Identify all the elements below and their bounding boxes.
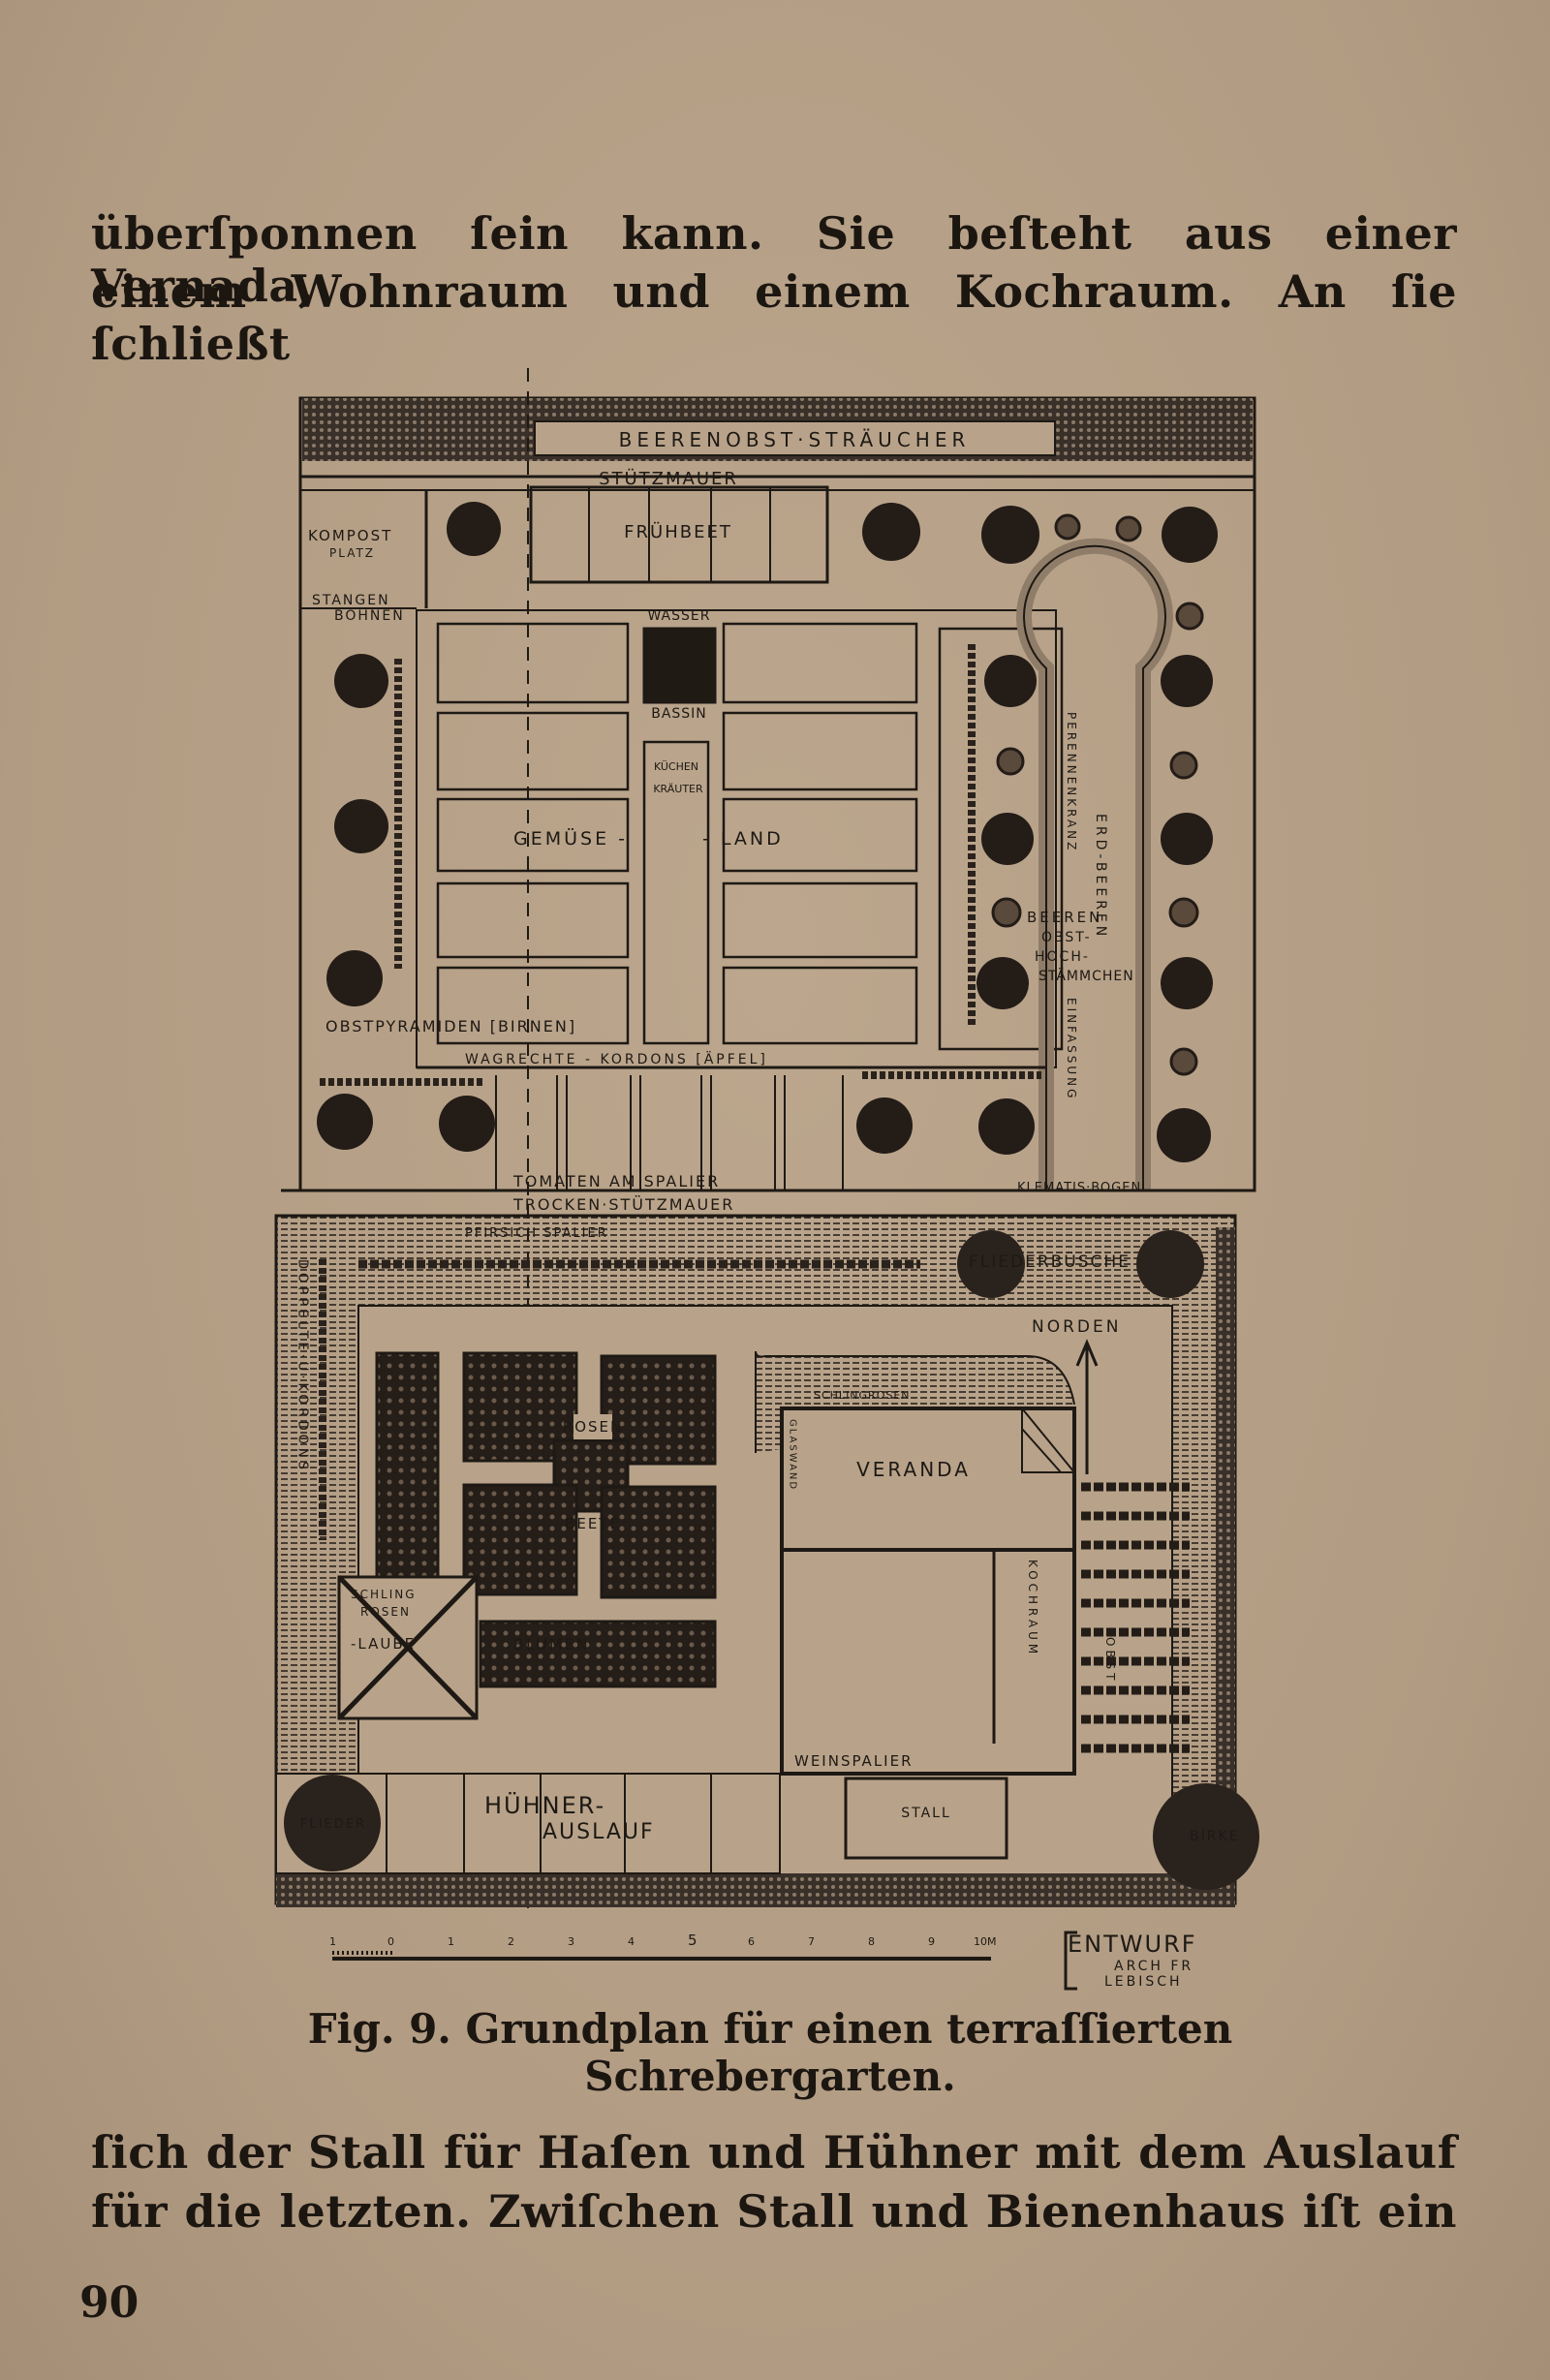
label-pfirsich: PFIRSICH SPALIER <box>465 1226 608 1241</box>
label-bohnen: BOHNEN <box>334 608 405 624</box>
body-text-line: einem Wohnraum und einem Kochraum. An ſi… <box>91 265 1457 370</box>
label-fliederbuesche: FLIEDERBÜSCHE <box>969 1251 1131 1272</box>
label-stangen: STANGEN <box>312 593 390 608</box>
label-schlingrosen: SCHLINGROSEN <box>814 1389 911 1402</box>
body-text-line: überſponnen ſein kann. Sie beſteht aus e… <box>91 207 1457 312</box>
label-bienenhaus: OBST <box>1103 1637 1117 1684</box>
scale-tick: 4 <box>628 1935 635 1948</box>
label-einfassung: EINFASSUNG <box>1065 998 1078 1100</box>
water-basin <box>642 627 717 704</box>
trees <box>317 502 1218 1162</box>
flower-bed <box>479 1620 717 1688</box>
scale-tick: 8 <box>868 1935 875 1948</box>
label-entwurf: ENTWURF <box>1068 1931 1197 1958</box>
label-veranda: VERANDA <box>856 1458 971 1481</box>
rose-bed <box>600 1485 717 1599</box>
label-staemmchen: STÄMMCHEN <box>1038 967 1134 984</box>
label-wasser: WASSER <box>647 608 710 624</box>
beehives <box>1081 1482 1190 1753</box>
label-laube: ROSEN <box>360 1605 411 1619</box>
scale-tick: 1 <box>448 1935 454 1948</box>
scale-tick: 3 <box>568 1935 574 1948</box>
rose-bed <box>375 1351 440 1581</box>
label-laube: SCHLING <box>351 1588 417 1601</box>
label-kompost: KOMPOST <box>308 527 392 544</box>
label-lebisch: LEBISCH <box>1104 1974 1183 1990</box>
label-beete: BEETE <box>565 1515 621 1532</box>
rose-bed <box>462 1483 578 1596</box>
label-erdbeeren: ERD-BEEREN <box>1093 814 1108 940</box>
cold-frame <box>529 485 829 584</box>
body-text-line: für die letzten. Zwiſchen Stall und Bien… <box>91 2185 1457 2238</box>
label-norden: NORDEN <box>1032 1317 1121 1337</box>
label-kordons: WAGRECHTE - KORDONS [ÄPFEL] <box>465 1050 768 1067</box>
label-kraeuter: KRÄUTER <box>653 783 703 795</box>
label-glaswand: GLASWAND <box>788 1419 798 1491</box>
scale-tick: 0 <box>388 1935 394 1948</box>
scale-tick: 7 <box>808 1935 815 1948</box>
stable <box>844 1777 1008 1860</box>
bottom-hedge <box>276 1873 1235 1907</box>
label-blumen: BLUMEN <box>513 1635 590 1654</box>
designer-credit: ENTWURF ARCH FR LEBISCH <box>1064 1931 1197 1991</box>
vegetable-beds <box>416 609 1064 1068</box>
label-land: - LAND <box>702 828 784 850</box>
label-kompost: PLATZ <box>329 546 375 560</box>
label-obst: OBST- <box>1041 930 1092 945</box>
scale-tick: 5 <box>688 1932 698 1949</box>
scale-tick: 6 <box>748 1935 755 1948</box>
label-weinspalier: WEINSPALIER <box>794 1752 914 1770</box>
body-text-line: ſich der Stall für Haſen und Hühner mit … <box>91 2126 1457 2179</box>
label-gemuese: GEMÜSE - <box>513 827 628 850</box>
label-stuetzmauer: STÜTZMAUER <box>599 468 738 489</box>
house <box>780 1406 1076 1776</box>
label-fruehbeet: FRÜHBEET <box>624 521 732 542</box>
scale-tick: 10M <box>974 1935 997 1948</box>
label-klematis: KLEMATIS·BOGEN <box>1017 1181 1141 1195</box>
label-arch: ARCH FR <box>1114 1959 1194 1974</box>
scale-tick: 2 <box>508 1935 514 1948</box>
label-huehner: HÜHNER- <box>484 1791 605 1819</box>
label-trocken: TROCKEN·STÜTZMAUER <box>512 1195 734 1214</box>
label-laube: -LAUBE <box>351 1635 416 1653</box>
label-rosen: ROSEN <box>563 1418 623 1436</box>
lower-trees <box>284 1230 1259 1890</box>
label-perennen: PERENNENKRANZ <box>1065 712 1078 852</box>
scale-bar: 1 0 1 2 3 4 5 6 7 8 9 10M <box>329 1932 997 1961</box>
label-bassin: BASSIN <box>651 706 707 722</box>
label-kuechen: KÜCHEN <box>654 760 698 773</box>
page-number: 90 <box>79 2278 140 2328</box>
label-kochraum: KOCHRAUM <box>1026 1560 1039 1657</box>
label-beerenobst: BEERENOBST·STRÄUCHER <box>619 428 971 451</box>
label-stall: STALL <box>901 1806 951 1821</box>
label-flieder: FLIEDER <box>300 1817 366 1832</box>
label-tomaten: TOMATEN AM SPALIER <box>512 1172 720 1190</box>
figure-caption: Fig. 9. Grundplan für einen terraſſierte… <box>307 2005 1233 2100</box>
label-hoch: HOCH- <box>1035 949 1090 965</box>
upper-terrace-outline <box>298 396 1256 1192</box>
label-obstpyramiden: OBSTPYRAMIDEN [BIRNEN] <box>326 1017 576 1035</box>
scale-tick: 1 <box>329 1935 336 1948</box>
label-doppelte: DOPPELTE·U·KORDONS <box>295 1259 310 1473</box>
label-beeren: BEEREN <box>1027 909 1102 926</box>
label-birke: BIRKE <box>1190 1829 1240 1844</box>
scale-tick: 9 <box>928 1935 935 1948</box>
label-auslauf: AUSLAUF <box>542 1820 655 1844</box>
